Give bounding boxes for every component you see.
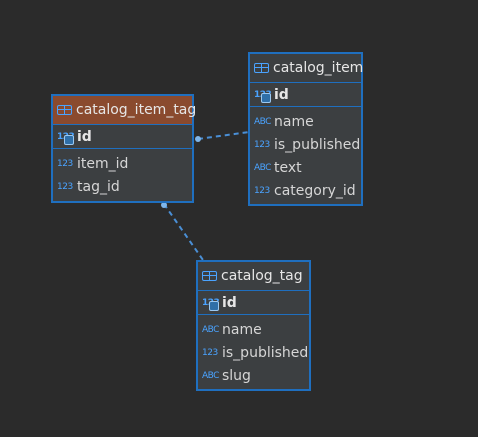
link-endpoint-item-tag-right	[195, 136, 201, 142]
column-row[interactable]: 123 category_id	[250, 179, 361, 202]
column-name: is_published	[222, 344, 309, 361]
primary-key-row[interactable]: 123 id	[198, 291, 309, 315]
column-name: name	[274, 113, 314, 130]
column-name: id	[222, 294, 237, 311]
column-name: slug	[222, 367, 251, 384]
numeric-type-icon: 123	[202, 347, 218, 358]
entity-title: catalog_item_tag	[76, 102, 197, 118]
column-row[interactable]: 123 is_published	[250, 133, 361, 156]
text-type-icon: ABC	[202, 324, 219, 335]
link-item-tag-to-tag[interactable]	[163, 203, 204, 261]
link-endpoint-item-tag-bottom	[161, 202, 167, 208]
entity-catalog-tag[interactable]: catalog_tag 123 id ABC name 123 is_publi…	[196, 260, 311, 391]
table-icon	[202, 271, 217, 281]
column-row[interactable]: ABC name	[198, 318, 309, 341]
entity-header[interactable]: catalog_item_tag	[53, 96, 196, 125]
column-name: name	[222, 321, 262, 338]
column-row[interactable]: 123 item_id	[53, 152, 192, 175]
numeric-key-icon: 123	[254, 90, 272, 103]
text-type-icon: ABC	[254, 116, 271, 127]
column-name: id	[274, 86, 289, 103]
numeric-type-icon: 123	[57, 181, 73, 192]
column-name: tag_id	[77, 178, 120, 195]
numeric-key-icon: 123	[202, 298, 220, 311]
primary-key-row[interactable]: 123 id	[53, 125, 192, 149]
link-item-tag-to-item[interactable]	[197, 131, 250, 140]
column-row[interactable]: 123 is_published	[198, 341, 309, 364]
column-name: item_id	[77, 155, 129, 172]
column-name: is_published	[274, 136, 361, 153]
entity-header[interactable]: catalog_item	[250, 54, 364, 83]
entity-catalog-item-tag[interactable]: catalog_item_tag 123 id 123 item_id 123 …	[51, 94, 196, 203]
column-row[interactable]: 123 tag_id	[53, 175, 192, 198]
column-row[interactable]: ABC slug	[198, 364, 309, 387]
numeric-type-icon: 123	[254, 185, 270, 196]
entity-catalog-item[interactable]: catalog_item 123 id ABC name 123 is_publ…	[248, 52, 363, 206]
primary-key-row[interactable]: 123 id	[250, 83, 361, 107]
column-name: text	[274, 159, 302, 176]
numeric-key-icon: 123	[57, 132, 75, 145]
table-icon	[57, 105, 72, 115]
text-type-icon: ABC	[202, 370, 219, 381]
column-name: category_id	[274, 182, 356, 199]
text-type-icon: ABC	[254, 162, 271, 173]
entity-header[interactable]: catalog_tag	[198, 262, 309, 291]
entity-title: catalog_tag	[221, 268, 303, 284]
column-row[interactable]: ABC text	[250, 156, 361, 179]
numeric-type-icon: 123	[57, 158, 73, 169]
table-icon	[254, 63, 269, 73]
column-name: id	[77, 128, 92, 145]
entity-title: catalog_item	[273, 60, 364, 76]
column-row[interactable]: ABC name	[250, 110, 361, 133]
numeric-type-icon: 123	[254, 139, 270, 150]
